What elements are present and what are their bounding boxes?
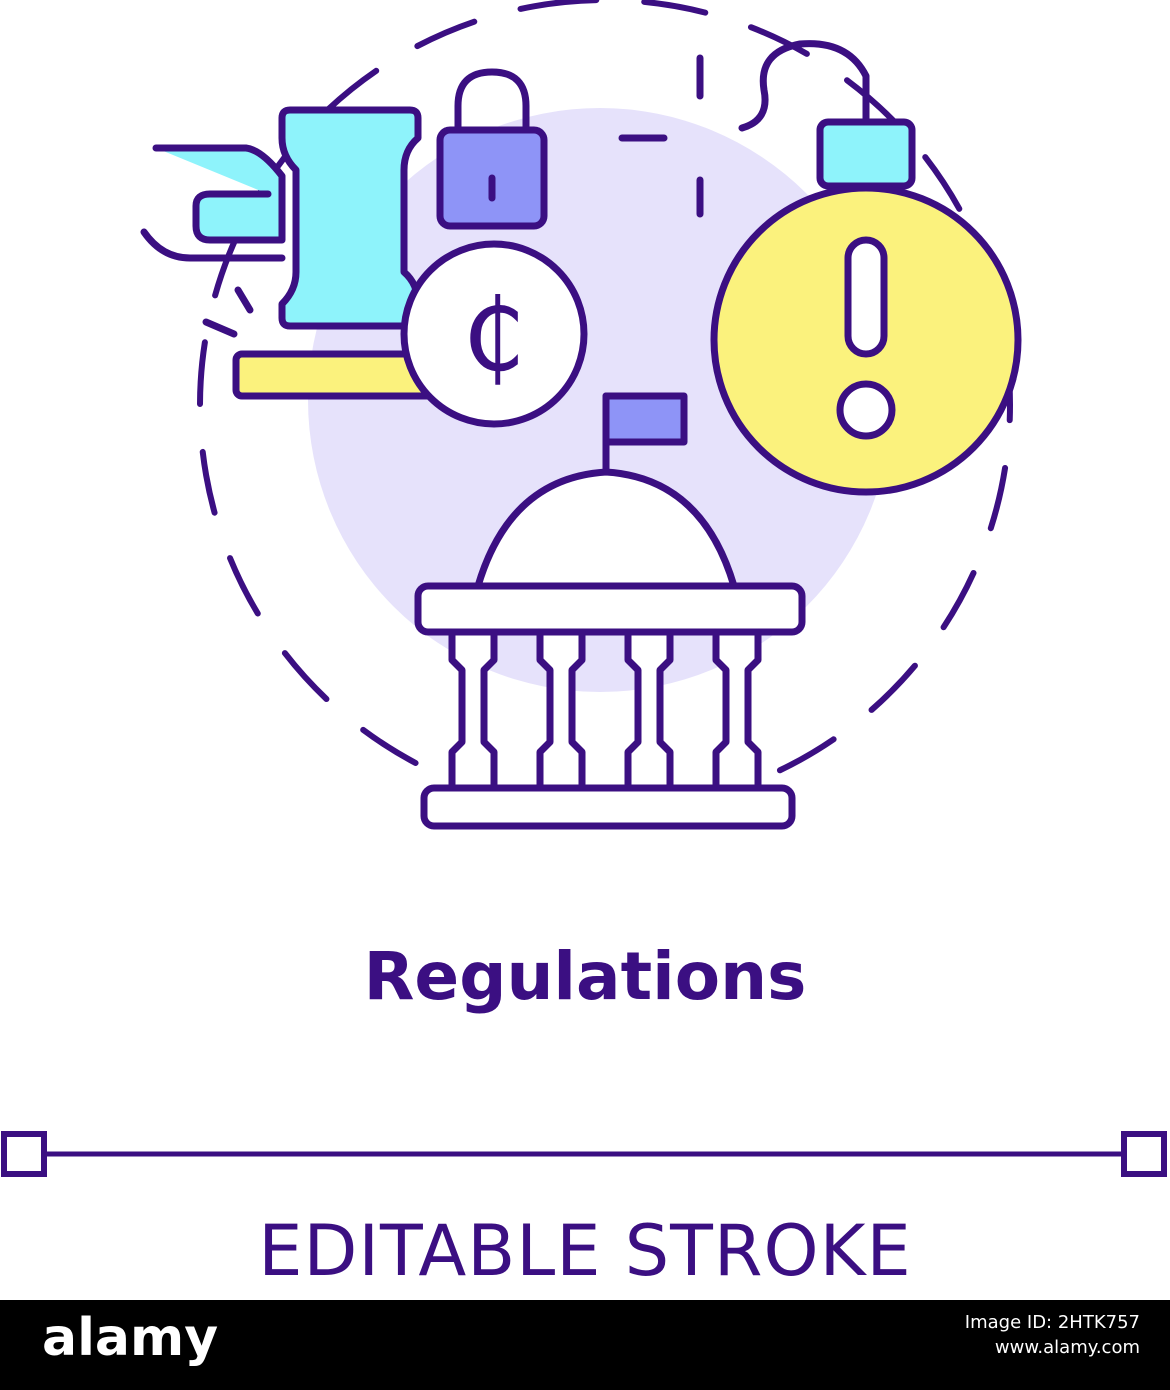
stroke-handle-left [1,1131,47,1177]
editable-stroke-line [1,1131,1167,1177]
watermark-footer: alamy Image ID: 2HTK757 www.alamy.com [0,1300,1170,1390]
regulations-illustration: ₵ [140,0,1022,830]
image-meta: Image ID: 2HTK757 www.alamy.com [965,1312,1140,1358]
concept-title: Regulations [363,938,807,1015]
image-id: Image ID: 2HTK757 [964,1312,1140,1333]
editable-stroke-label: EDITABLE STROKE [258,1210,912,1292]
warning-bomb-icon [618,40,1022,496]
lock-icon [436,68,548,230]
government-building-icon [414,392,806,830]
gavel-icon [140,106,450,400]
site-url: www.alamy.com [994,1337,1140,1358]
stroke-handle-right [1121,1131,1167,1177]
coin-symbol: ₵ [462,277,526,394]
coin-icon: ₵ [400,240,588,428]
alamy-logo: alamy [42,1308,219,1368]
